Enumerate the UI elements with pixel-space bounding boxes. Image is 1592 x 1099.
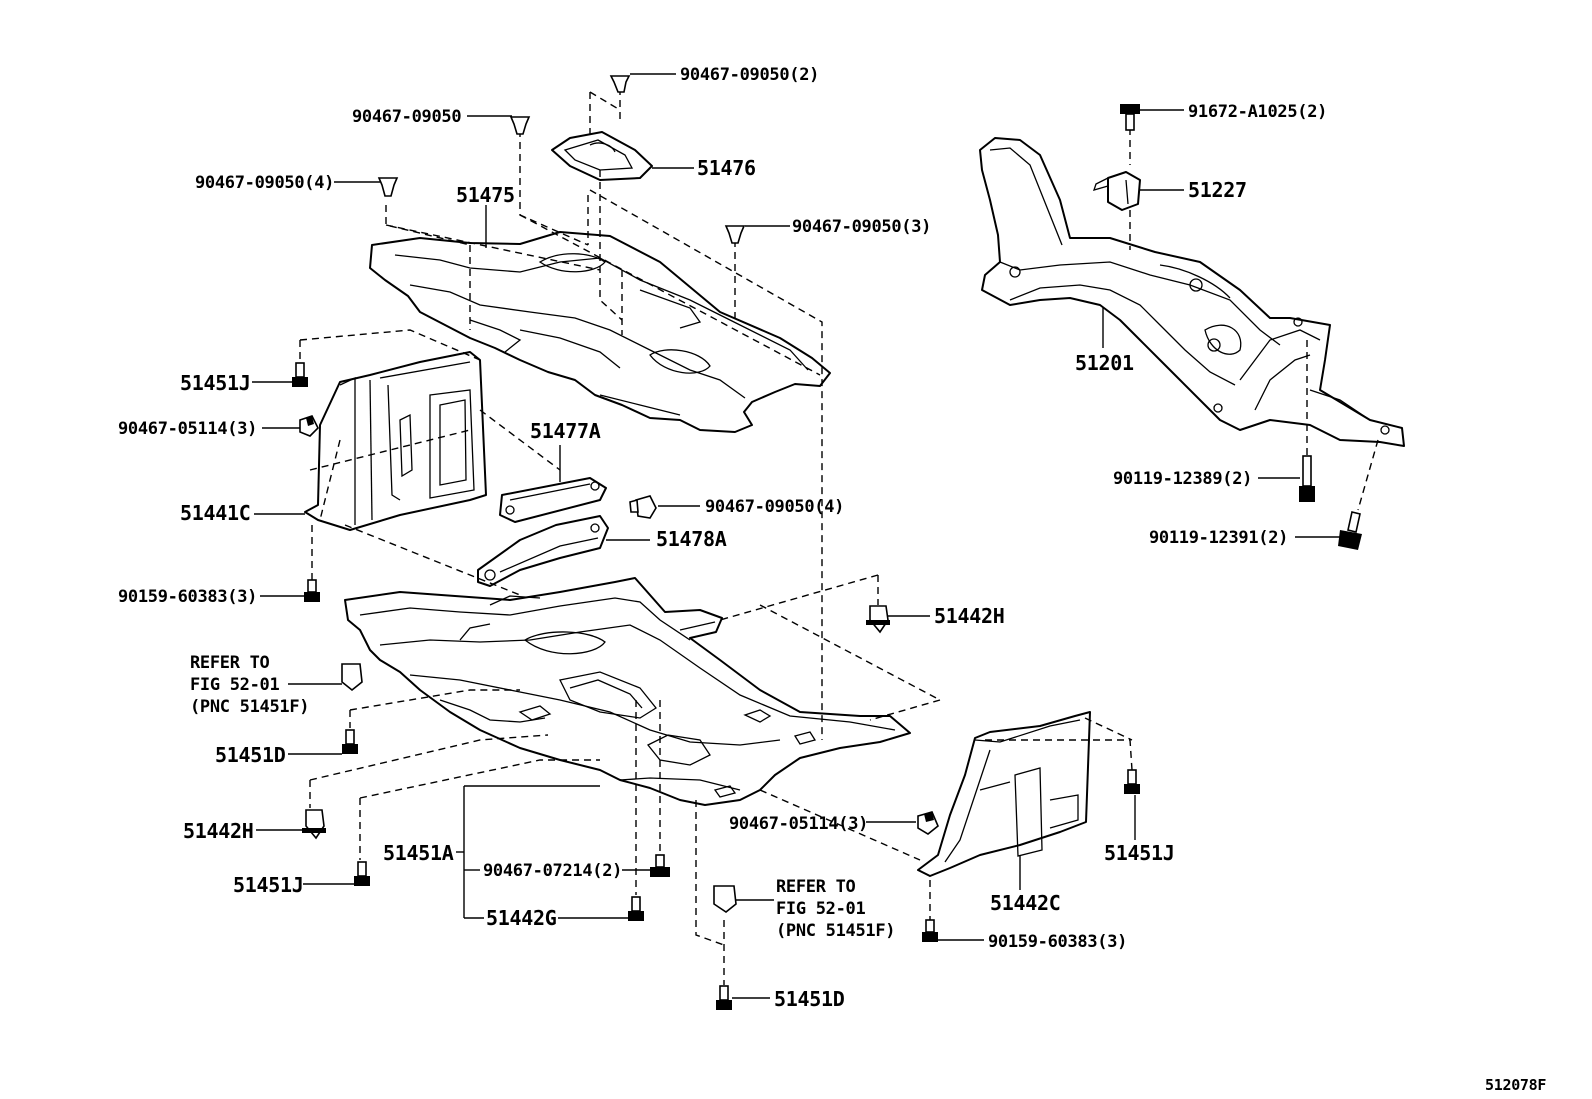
label-refer-to-left-3: (PNC 51451F): [190, 697, 309, 717]
label-90467-05114-3-right: 90467-05114(3): [729, 814, 868, 834]
label-refer-to-left-2: FIG 52-01: [190, 675, 279, 695]
bolt-icon-90119-12389: [1299, 455, 1315, 502]
label-90467-07214-2: 90467-07214(2): [483, 861, 622, 881]
clip-icon-4: [724, 225, 746, 244]
label-90467-05114-3-left: 90467-05114(3): [118, 419, 257, 439]
label-51451D-bottom: 51451D: [774, 987, 845, 1011]
front-crossmember: [979, 137, 1405, 447]
engine-under-cover-lower: [344, 577, 911, 806]
label-90467-09050: 90467-09050: [352, 107, 461, 127]
label-51451D-left: 51451D: [215, 743, 286, 767]
label-90119-12389-2: 90119-12389(2): [1113, 469, 1252, 489]
bolt-icon-51451J-b: [354, 861, 370, 886]
label-90467-09050-3: 90467-09050(3): [792, 217, 931, 237]
bolt-icon-51442G: [628, 896, 644, 921]
left-side-cover: [304, 351, 487, 531]
label-refer-to-right-3: (PNC 51451F): [776, 921, 895, 941]
bolt-icon-90467-07214: [650, 854, 670, 877]
label-51475: 51475: [456, 183, 515, 207]
label-refer-to-right-2: FIG 52-01: [776, 899, 865, 919]
bolt-icon-90159-a: [304, 579, 320, 602]
label-51442C: 51442C: [990, 891, 1060, 915]
nut-clip-icon-b: [917, 811, 939, 835]
label-90467-09050-4-middle: 90467-09050(4): [705, 497, 844, 517]
label-51451J-upper: 51451J: [180, 371, 250, 395]
label-51201: 51201: [1075, 351, 1134, 375]
assembly-dash-lines: [299, 88, 1379, 985]
bolt-icon-90159-b: [922, 919, 938, 942]
label-51451A: 51451A: [383, 841, 454, 865]
label-refer-to-right-1: REFER TO: [776, 877, 856, 897]
crossmember-bracket: [1092, 171, 1141, 211]
label-90467-09050-2: 90467-09050(2): [680, 65, 819, 85]
bolt-icon-51451D-a: [342, 729, 358, 754]
clip-icon-3: [377, 177, 399, 197]
figure-code: 512078F: [1485, 1076, 1546, 1094]
label-51441C: 51441C: [180, 501, 250, 525]
clip-icon-51442H-b: [302, 809, 326, 840]
bolt-icon-51451J-c: [1124, 769, 1140, 794]
right-side-cover: [917, 711, 1091, 877]
label-51227: 51227: [1188, 178, 1247, 202]
label-51451J-right: 51451J: [1104, 841, 1174, 865]
seal-strip-lower: [477, 515, 609, 587]
clip-icon-51442H-a: [866, 605, 890, 634]
label-90467-09050-4-upper: 90467-09050(4): [195, 173, 334, 193]
label-51442H-right: 51442H: [934, 604, 1004, 628]
nut-clip-icon-a: [299, 415, 319, 437]
bolt-icon-91672: [1120, 104, 1140, 131]
label-51451J-lower-left: 51451J: [233, 873, 303, 897]
label-91672-A1025-2: 91672-A1025(2): [1188, 102, 1327, 122]
label-51476: 51476: [697, 156, 756, 180]
leader-lines: [252, 73, 1340, 999]
bolt-icon-51451D-b: [716, 985, 732, 1010]
bolt-icon-51451J-a: [292, 362, 308, 387]
label-51442H-left: 51442H: [183, 819, 253, 843]
clip-icon-1: [609, 75, 631, 93]
label-90159-60383-3-left: 90159-60383(3): [118, 587, 257, 607]
bolt-icon-90119-12391: [1338, 511, 1362, 550]
label-51477A: 51477A: [530, 419, 601, 443]
clip-icon-2: [509, 116, 531, 135]
seal-strip-upper: [499, 477, 607, 523]
label-51442G: 51442G: [486, 906, 557, 930]
grommet-icon-b: [713, 885, 737, 913]
label-51478A: 51478A: [656, 527, 727, 551]
clip-icon-5: [629, 495, 657, 519]
service-hole-cover: [551, 131, 653, 181]
grommet-icon-a: [341, 663, 363, 692]
label-refer-to-left-1: REFER TO: [190, 653, 270, 673]
label-90119-12391-2: 90119-12391(2): [1149, 528, 1288, 548]
label-90159-60383-3-right: 90159-60383(3): [988, 932, 1127, 952]
